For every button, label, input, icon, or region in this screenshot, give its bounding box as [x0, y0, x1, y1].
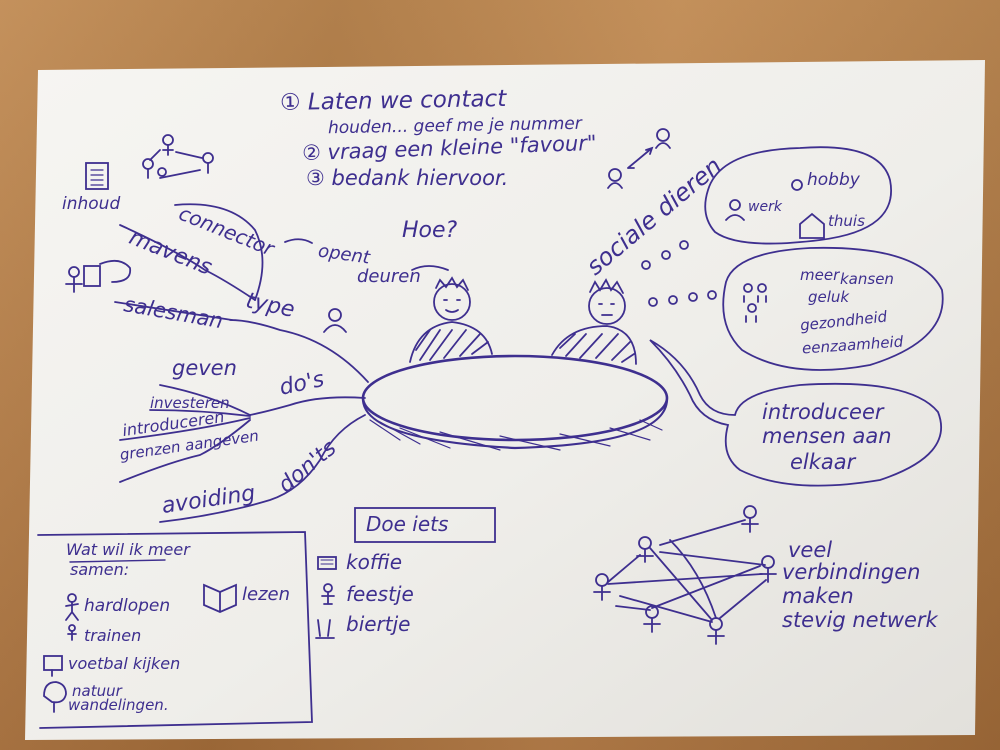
samen-item-lezen: lezen	[242, 584, 291, 605]
person-left-drawing	[409, 276, 493, 363]
paper-surface	[25, 60, 985, 740]
doe-iets-koffie: koffie	[346, 550, 403, 574]
doe-iets-title: Doe iets	[366, 512, 449, 536]
step-3: ③ bedank hiervoor.	[306, 166, 509, 190]
network-line-3: maken	[782, 584, 854, 608]
hobby-circle-icon	[791, 179, 803, 191]
network-line-2: verbindingen	[782, 560, 921, 584]
mindmap-lines	[114, 203, 449, 523]
step-1: ① Laten we contact	[279, 86, 507, 116]
network-drawing	[593, 505, 777, 645]
samen-item-trainen: trainen	[84, 626, 142, 645]
samen-item-hardlopen: hardlopen	[84, 596, 171, 616]
label-hobby: hobby	[807, 170, 860, 190]
samen-item-wandelingen: wandelingen.	[68, 696, 169, 714]
network-line-1: veel	[788, 538, 833, 562]
running-icon	[65, 593, 79, 621]
house-icon	[799, 212, 825, 239]
samen-title-2: samen:	[70, 560, 130, 579]
document-icon	[85, 162, 109, 190]
label-elkaar: elkaar	[790, 450, 856, 474]
beer-icon	[315, 619, 335, 639]
coffee-cup-icon	[317, 556, 337, 570]
label-mensen-aan: mensen aan	[762, 424, 892, 448]
label-thuis: thuis	[828, 212, 865, 230]
label-geluk: geluk	[808, 288, 850, 306]
label-werk: werk	[748, 199, 782, 215]
document-person-icon	[65, 259, 132, 293]
network-line-4: stevig netwerk	[782, 608, 938, 632]
label-geven: geven	[172, 356, 237, 380]
label-inhoud: inhoud	[62, 194, 121, 214]
tv-icon	[43, 655, 63, 677]
label-kansen: kansen	[840, 270, 894, 288]
trainen-icon	[67, 624, 77, 641]
person-icon	[323, 308, 347, 333]
book-icon	[203, 583, 237, 613]
label-meer: meer	[800, 266, 840, 284]
samen-item-voetbal: voetbal kijken	[68, 654, 181, 673]
samen-item-natuur: natuur	[72, 682, 122, 700]
party-icon	[321, 583, 335, 605]
person-werk-icon	[725, 199, 745, 221]
samen-box-border	[37, 531, 313, 729]
doe-iets-biertje: biertje	[346, 612, 411, 636]
tree-icon	[43, 681, 67, 713]
samen-title-1: Wat wil ik meer	[66, 540, 190, 559]
people-group-icon	[142, 134, 214, 179]
person-link-icon	[607, 128, 671, 189]
label-hoe: Hoe?	[402, 218, 458, 243]
doe-iets-box-border	[354, 507, 496, 543]
person-right-drawing	[551, 278, 637, 365]
thought-bubbles	[641, 146, 944, 487]
label-investeren: investeren	[150, 394, 230, 412]
label-introduceer: introduceer	[762, 400, 884, 424]
label-deuren: deuren	[357, 266, 421, 287]
people-small-icon	[743, 283, 767, 323]
doe-iets-feestje: feestje	[346, 582, 414, 606]
